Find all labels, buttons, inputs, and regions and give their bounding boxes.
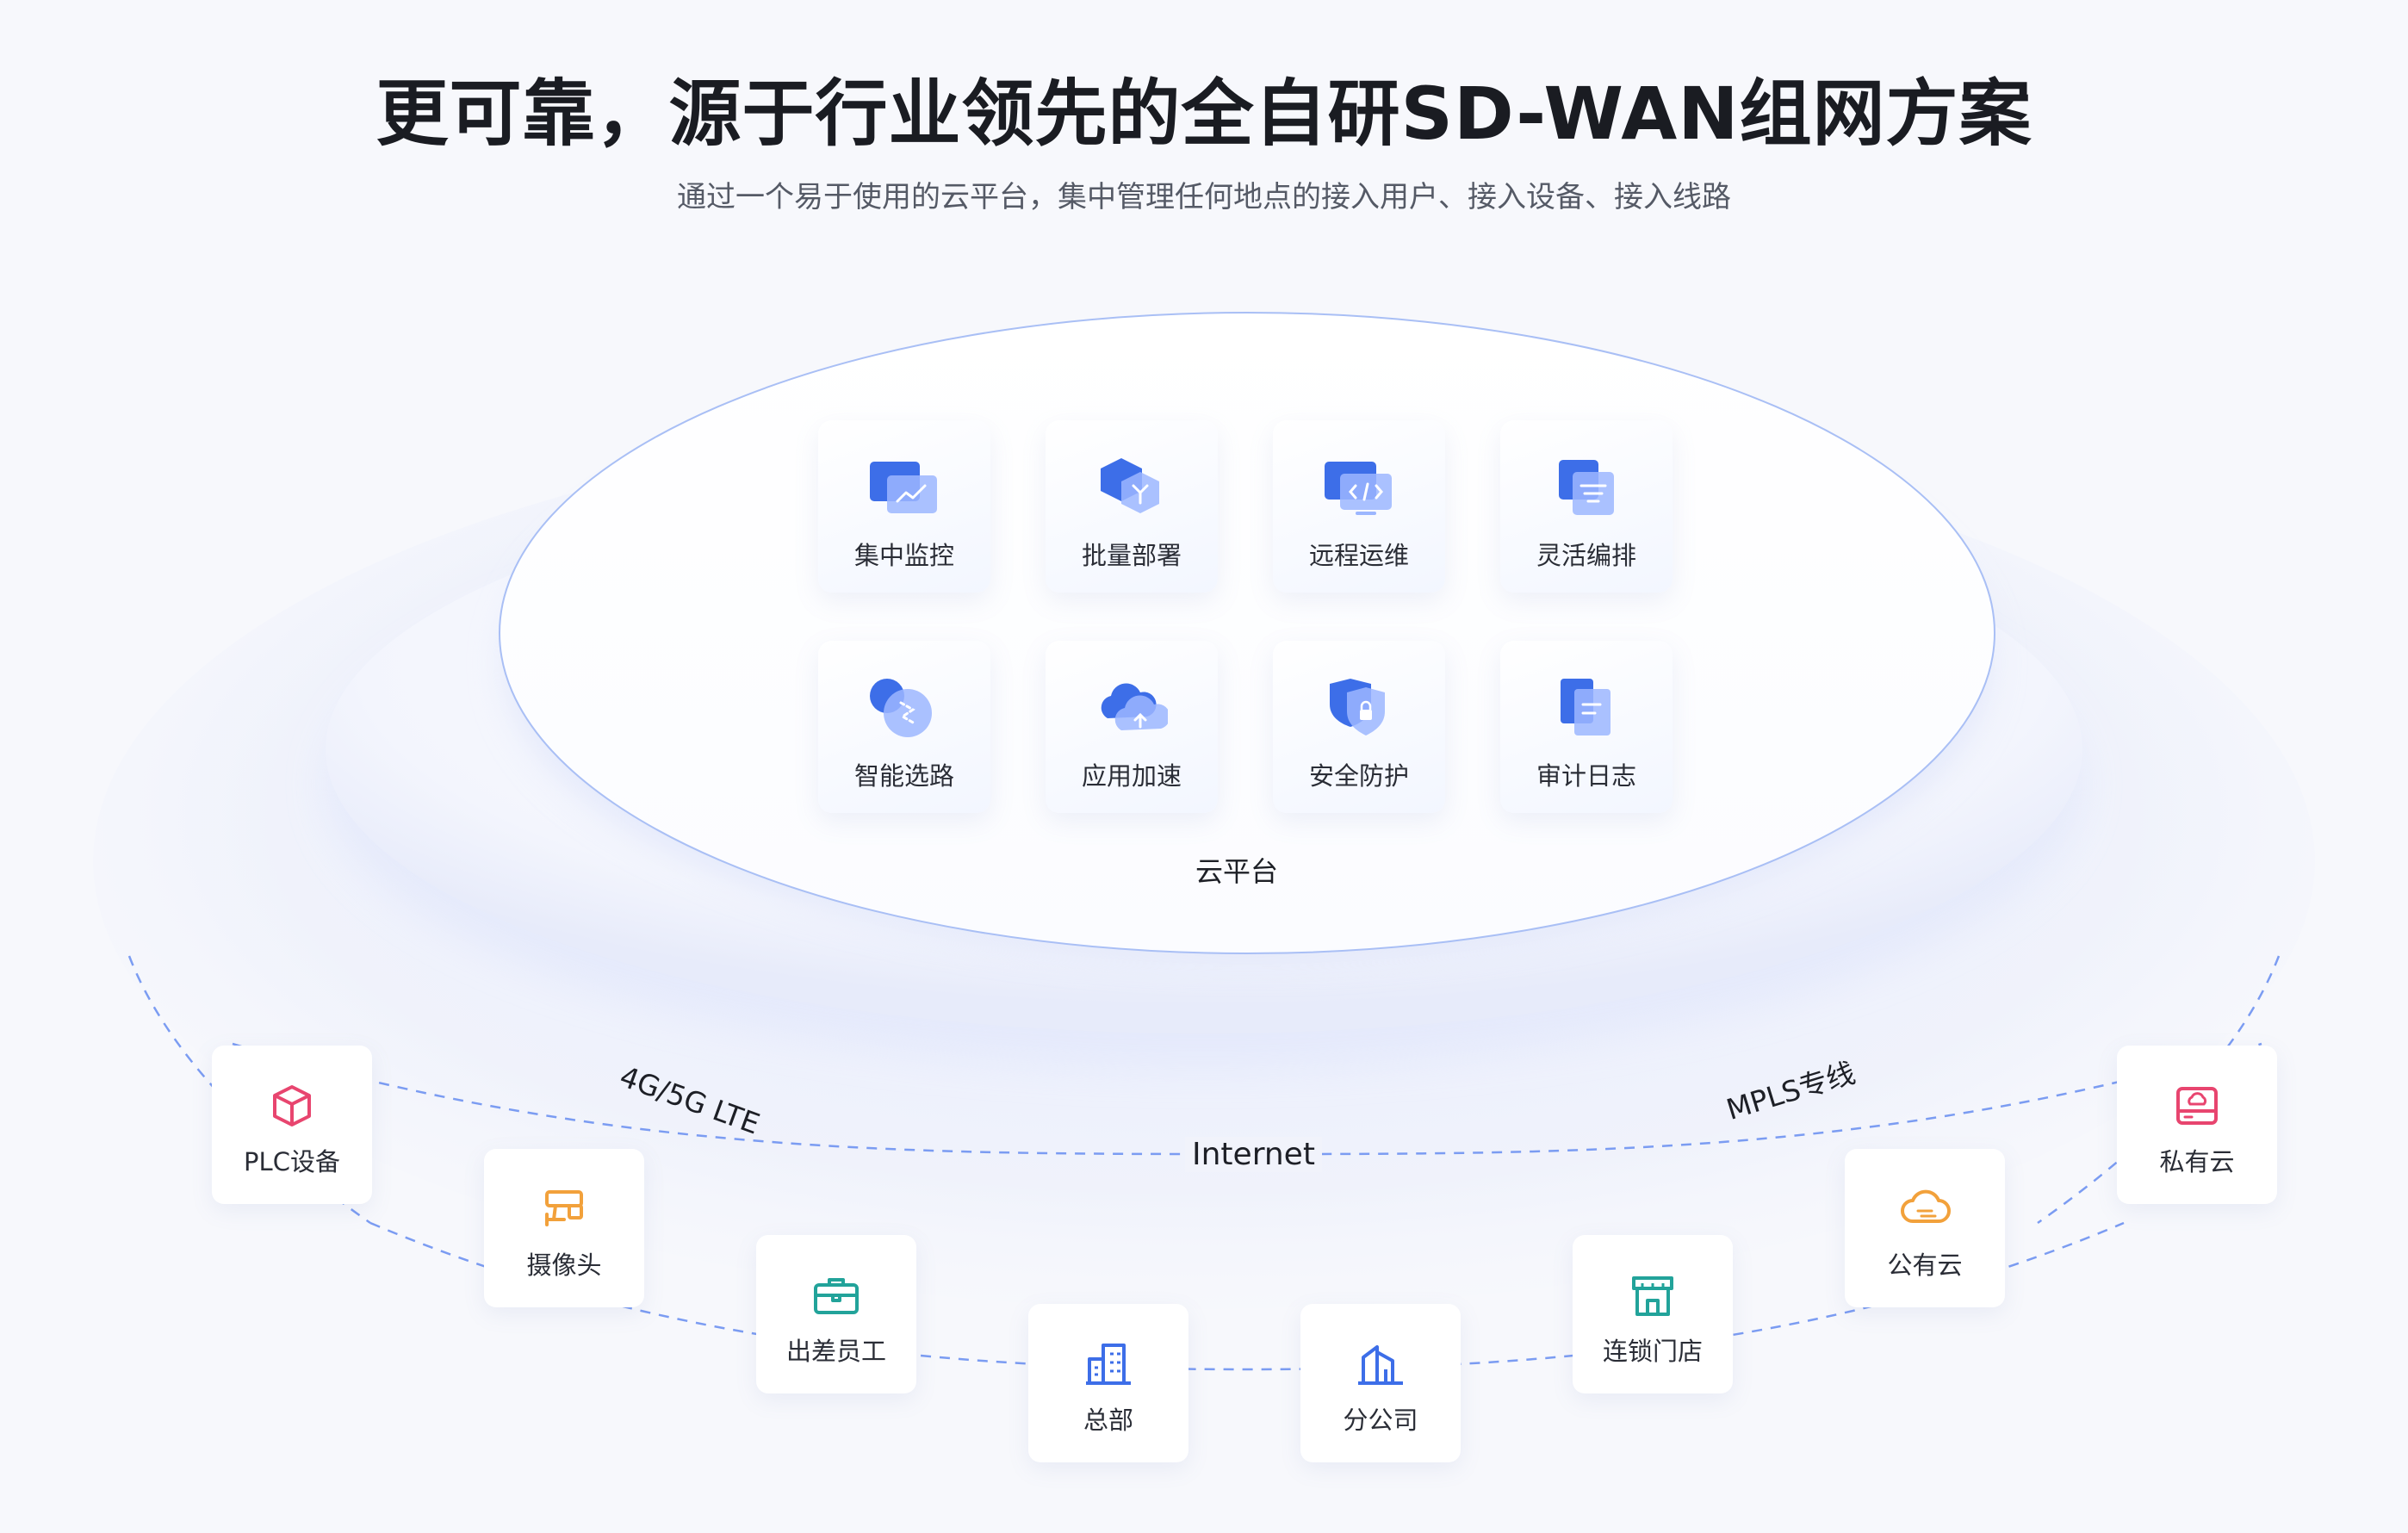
page-subtitle: 通过一个易于使用的云平台，集中管理任何地点的接入用户、接入设备、接入线路 bbox=[677, 180, 1731, 214]
endpoint-public-cloud[interactable]: 公有云 bbox=[1845, 1149, 2005, 1307]
endpoint-plc-device[interactable]: PLC设备 bbox=[212, 1046, 372, 1204]
endpoint-label: 分公司 bbox=[1343, 1406, 1418, 1435]
endpoint-label: 公有云 bbox=[1887, 1251, 1963, 1280]
feature-card-audit-log[interactable]: 审计日志 bbox=[1500, 641, 1673, 813]
cloud-platform-label: 云平台 bbox=[1195, 855, 1278, 888]
feature-card-acceleration[interactable]: 应用加速 bbox=[1046, 641, 1218, 813]
feature-card-remote[interactable]: 远程运维 bbox=[1273, 420, 1445, 593]
layout-list-icon bbox=[1559, 460, 1614, 515]
feature-label: 安全防护 bbox=[1308, 761, 1409, 791]
lte-dashed-arc bbox=[369, 1221, 2125, 1371]
feature-label: 集中监控 bbox=[853, 541, 954, 570]
monitor-chart-icon bbox=[870, 462, 937, 513]
feature-card-monitor[interactable]: 集中监控 bbox=[818, 420, 990, 593]
cube-icon bbox=[273, 1085, 311, 1126]
route-path-icon bbox=[870, 679, 932, 737]
page-title: 更可靠，源于行业领先的全自研SD-WAN组网方案 bbox=[375, 71, 2033, 156]
remote-code-icon bbox=[1325, 462, 1392, 515]
feature-card-orchestration[interactable]: 灵活编排 bbox=[1500, 420, 1673, 593]
store-icon bbox=[1632, 1276, 1673, 1316]
endpoint-label: 出差员工 bbox=[785, 1337, 886, 1366]
feature-label: 应用加速 bbox=[1081, 761, 1182, 791]
log-document-icon bbox=[1561, 679, 1611, 735]
endpoint-label: 摄像头 bbox=[526, 1251, 602, 1280]
shield-lock-icon bbox=[1330, 679, 1385, 735]
cloud-upload-icon bbox=[1101, 683, 1168, 730]
feature-label: 审计日志 bbox=[1536, 761, 1636, 791]
feature-card-routing[interactable]: 智能选路 bbox=[818, 641, 990, 813]
briefcase-icon bbox=[814, 1278, 859, 1314]
endpoint-private-cloud[interactable]: 私有云 bbox=[2117, 1046, 2277, 1204]
endpoint-label: 私有云 bbox=[2159, 1147, 2235, 1176]
endpoint-travel-staff[interactable]: 出差员工 bbox=[756, 1235, 916, 1393]
endpoint-label: 连锁门店 bbox=[1602, 1337, 1703, 1366]
public-cloud-icon bbox=[1901, 1189, 1951, 1223]
endpoint-chain-store[interactable]: 连锁门店 bbox=[1573, 1235, 1733, 1393]
feature-label: 灵活编排 bbox=[1536, 541, 1636, 570]
endpoint-label: PLC设备 bbox=[244, 1147, 340, 1176]
camera-icon bbox=[545, 1190, 583, 1226]
hexagon-deploy-icon bbox=[1101, 458, 1159, 513]
endpoint-camera[interactable]: 摄像头 bbox=[484, 1149, 644, 1307]
feature-label: 远程运维 bbox=[1308, 541, 1409, 570]
endpoint-headquarters[interactable]: 总部 bbox=[1028, 1304, 1188, 1462]
feature-label: 智能选路 bbox=[853, 761, 954, 791]
endpoint-label: 总部 bbox=[1083, 1406, 1133, 1435]
feature-card-security[interactable]: 安全防护 bbox=[1273, 641, 1445, 813]
private-cloud-icon bbox=[2176, 1087, 2218, 1125]
building-icon bbox=[1086, 1344, 1131, 1385]
feature-label: 批量部署 bbox=[1081, 541, 1182, 570]
endpoint-branch-office[interactable]: 分公司 bbox=[1300, 1304, 1461, 1462]
branch-building-icon bbox=[1358, 1345, 1403, 1385]
internet-link-label: Internet bbox=[1185, 1137, 1322, 1172]
feature-card-deploy[interactable]: 批量部署 bbox=[1046, 420, 1218, 593]
